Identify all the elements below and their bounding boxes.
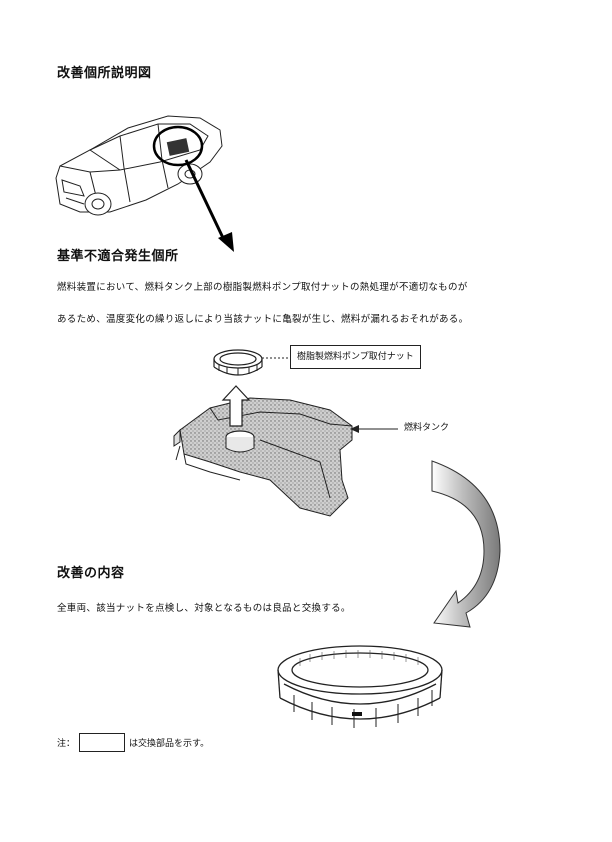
- nonconformity-paragraph-line2: あるため、温度変化の繰り返しにより当該ナットに亀裂が生じ、燃料が漏れるおそれがあ…: [57, 314, 469, 325]
- fuel-tank-label: 燃料タンク: [404, 423, 450, 433]
- content-paragraph: 全車両、該当ナットを点検し、対象となるものは良品と交換する。: [57, 603, 351, 614]
- nonconformity-paragraph-line1: 燃料装置において、燃料タンク上部の樹脂製燃料ポンプ取付ナットの熱処理が不適切なも…: [57, 282, 468, 293]
- fuel-tank-illustration: [173, 385, 353, 517]
- replacement-curved-arrow: [431, 460, 501, 628]
- pump-nut-illustration: [213, 349, 263, 376]
- note-suffix: は交換部品を示す。: [129, 739, 210, 749]
- section-title-improvement-diagram: 改善個所説明図: [57, 66, 152, 81]
- note-prefix: 注：: [57, 739, 76, 749]
- nut-leader-line: [262, 357, 290, 359]
- section-title-content: 改善の内容: [57, 566, 125, 581]
- section-title-nonconformity: 基準不適合発生個所: [57, 249, 179, 264]
- replacement-nut-illustration: [277, 645, 443, 728]
- car-illustration: [55, 115, 234, 252]
- tank-leader-arrow: [350, 425, 398, 433]
- note-legend-box: [79, 733, 126, 752]
- pump-nut-callout: 樹脂製燃料ポンプ取付ナット: [290, 345, 421, 369]
- note: 注： は交換部品を示す。: [57, 733, 209, 752]
